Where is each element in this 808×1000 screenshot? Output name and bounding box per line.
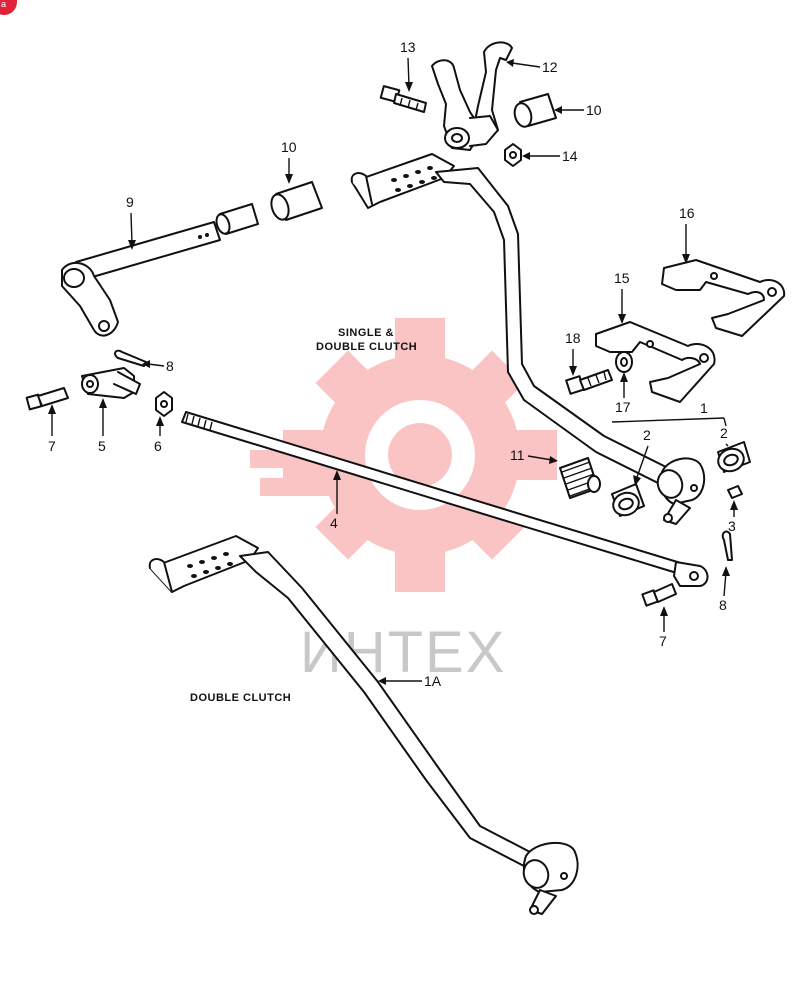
- callout-8-right: 8: [719, 566, 730, 613]
- callout-2-right: 2: [720, 425, 729, 447]
- cross-shaft-9: [61, 221, 221, 337]
- callout-1: 1: [611, 400, 727, 427]
- nut-6: [155, 391, 173, 417]
- callout-5: 5: [98, 398, 107, 454]
- svg-text:17: 17: [615, 399, 631, 415]
- callout-11: 11: [510, 447, 558, 464]
- svg-text:3: 3: [728, 518, 736, 534]
- corner-badge[interactable]: a: [0, 0, 17, 15]
- callout-10-left: 10: [281, 139, 297, 184]
- svg-text:7: 7: [48, 438, 56, 454]
- svg-text:4: 4: [330, 515, 338, 531]
- bushing-10-left: [215, 181, 323, 235]
- nut-14: [504, 143, 522, 167]
- pin-7-right: [641, 583, 677, 607]
- cotter-pin-8-left: [114, 349, 147, 367]
- callout-17: 17: [615, 372, 631, 415]
- spring-11: [559, 457, 601, 499]
- bracket-15: [595, 321, 716, 403]
- svg-text:2: 2: [643, 427, 651, 443]
- cotter-pin-8-right: [721, 530, 733, 561]
- pedal-pad-holes-1a: [187, 552, 233, 578]
- callout-7-left: 7: [48, 404, 56, 454]
- caption-double-clutch: DOUBLE CLUTCH: [190, 692, 291, 704]
- caption-single-double-line2: DOUBLE CLUTCH: [316, 341, 417, 353]
- callout-12: 12: [506, 59, 558, 75]
- callout-3: 3: [728, 500, 738, 534]
- svg-text:8: 8: [719, 597, 727, 613]
- callout-1a: 1A: [378, 673, 442, 689]
- svg-text:16: 16: [679, 205, 695, 221]
- clutch-rod-4: [181, 411, 709, 587]
- caption-single-double-line1: SINGLE &: [338, 327, 394, 339]
- callout-2-center: 2: [633, 427, 651, 486]
- svg-text:18: 18: [565, 330, 581, 346]
- clevis-5: [81, 367, 141, 399]
- svg-text:8: 8: [166, 358, 174, 374]
- callout-7-right: 7: [659, 606, 668, 649]
- svg-text:10: 10: [281, 139, 297, 155]
- callout-8-left: 8: [142, 358, 174, 374]
- callout-14: 14: [522, 148, 578, 164]
- svg-text:5: 5: [98, 438, 106, 454]
- pedal-1a: [148, 535, 579, 915]
- svg-text:15: 15: [614, 270, 630, 286]
- bushing-2-center: [611, 483, 645, 517]
- bolt-13: [379, 85, 427, 113]
- callout-18: 18: [565, 330, 581, 376]
- svg-text:1: 1: [700, 400, 708, 416]
- callout-4: 4: [330, 470, 341, 531]
- callout-16: 16: [679, 205, 695, 264]
- svg-text:2: 2: [720, 425, 728, 441]
- callout-10-top: 10: [554, 102, 602, 118]
- callout-6: 6: [154, 416, 164, 454]
- svg-text:a: a: [1, 0, 6, 9]
- svg-text:9: 9: [126, 194, 134, 210]
- pedal-arm-12: [431, 41, 513, 151]
- svg-text:14: 14: [562, 148, 578, 164]
- bolt-18: [565, 369, 613, 395]
- svg-text:7: 7: [659, 633, 667, 649]
- callout-13: 13: [400, 39, 416, 92]
- washer-17: [615, 351, 633, 373]
- svg-text:1A: 1A: [424, 673, 442, 689]
- svg-text:12: 12: [542, 59, 558, 75]
- svg-text:10: 10: [586, 102, 602, 118]
- callout-9: 9: [126, 194, 136, 250]
- svg-text:6: 6: [154, 438, 162, 454]
- svg-text:13: 13: [400, 39, 416, 55]
- pedal-1: [350, 153, 706, 525]
- key-3: [727, 485, 743, 499]
- callout-15: 15: [614, 270, 630, 324]
- svg-text:11: 11: [510, 447, 525, 463]
- bushing-10-top: [513, 93, 557, 128]
- bracket-16: [661, 259, 786, 337]
- pedal-pad-holes: [391, 166, 437, 192]
- bushing-2-right: [717, 441, 751, 473]
- pin-7-left: [25, 387, 69, 411]
